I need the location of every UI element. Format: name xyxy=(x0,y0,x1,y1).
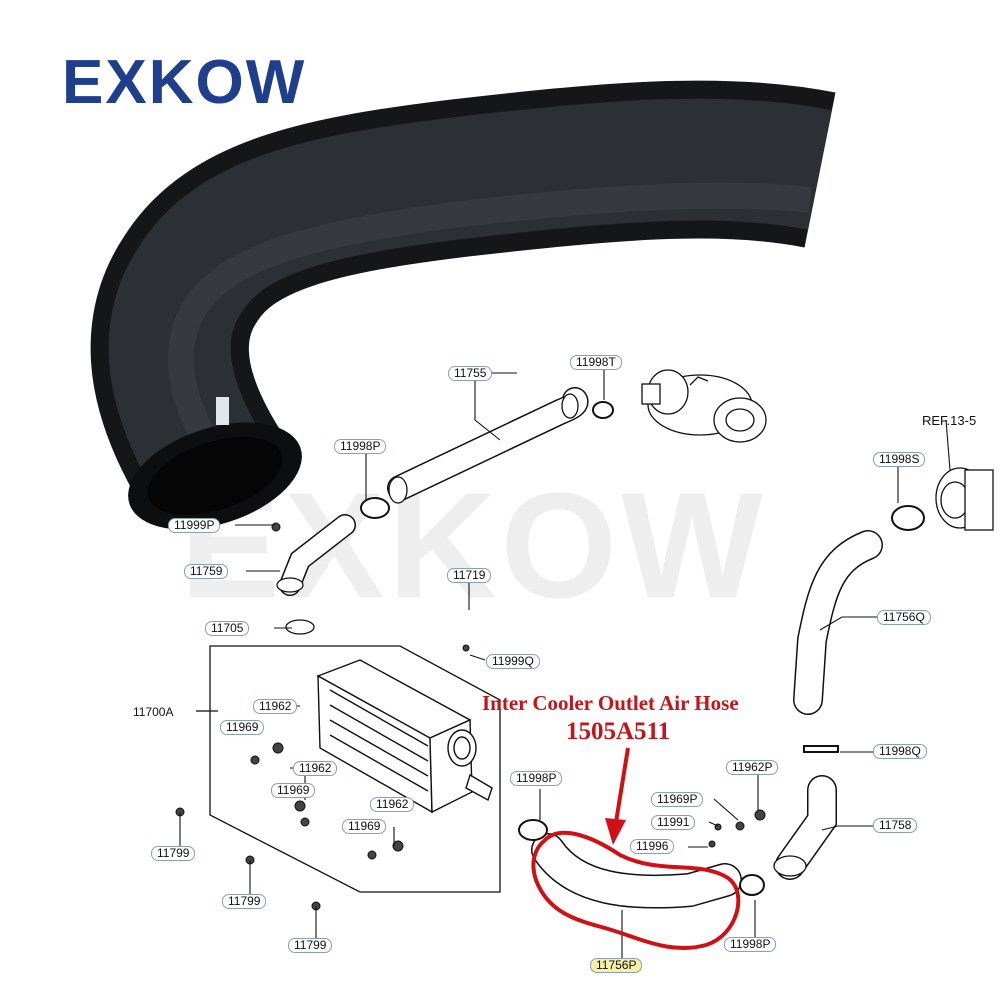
turbocharger-drawing xyxy=(641,369,767,443)
callout-title: Inter Cooler Outlet Air Hose xyxy=(482,691,739,715)
part-label-11998P-c: 11998P xyxy=(724,937,777,952)
part-label-11969-b: 11969 xyxy=(271,783,316,798)
ref-label: REF.13-5 xyxy=(922,413,977,428)
brand-logo: EXKOW xyxy=(62,48,307,117)
part-label-11755: 11755 xyxy=(448,366,493,381)
part-label-11962-a: 11962 xyxy=(253,699,298,714)
pipe-11759-drawing xyxy=(276,514,356,635)
part-label-11759: 11759 xyxy=(184,564,229,579)
leader-lines xyxy=(179,368,951,959)
part-label-11962-b: 11962 xyxy=(293,761,338,776)
part-label-11799-b: 11799 xyxy=(222,894,267,909)
part-label-11991: 11991 xyxy=(651,815,696,830)
part-label-11969-c: 11969 xyxy=(342,819,387,834)
hose-clamps xyxy=(360,401,925,896)
pipe-11758-drawing xyxy=(773,775,837,880)
part-label-11962P: 11962P xyxy=(726,760,779,775)
part-label-11998Q: 11998Q xyxy=(873,744,927,759)
hose-marker-stripe xyxy=(216,397,229,425)
part-label-11998P: 11998P xyxy=(334,439,387,454)
throttle-body-drawing xyxy=(935,467,994,531)
part-label-11996: 11996 xyxy=(630,839,675,854)
part-label-11999P: 11999P xyxy=(168,518,221,533)
assembly-bracket xyxy=(196,645,501,893)
part-label-11998T: 11998T xyxy=(570,355,622,370)
part-label-11799-c: 11799 xyxy=(288,938,333,953)
pipe-11756P-drawing xyxy=(531,833,742,909)
assembly-label: 11700A xyxy=(133,705,174,719)
intercooler-drawing xyxy=(316,659,493,814)
part-label-11799-a: 11799 xyxy=(151,846,196,861)
callout-part-number: 1505A511 xyxy=(566,718,671,745)
part-label-11998S: 11998S xyxy=(873,452,926,467)
pipe-11755-drawing xyxy=(387,387,589,504)
hose-product-photo xyxy=(90,80,836,530)
callout-arrow xyxy=(605,747,630,845)
highlight-outline xyxy=(531,830,741,950)
part-label-11999Q: 11999Q xyxy=(486,654,540,669)
pipe-11756Q-drawing xyxy=(793,530,883,715)
part-label-11756P: 11756P xyxy=(590,958,643,973)
part-label-11998P-b: 11998P xyxy=(510,771,563,786)
part-label-11705: 11705 xyxy=(205,621,250,636)
part-label-11962-c: 11962 xyxy=(370,797,415,812)
part-label-11969P: 11969P xyxy=(651,792,704,807)
part-label-11969-a: 11969 xyxy=(220,720,265,735)
part-label-11756Q: 11756Q xyxy=(877,610,931,625)
part-label-11758: 11758 xyxy=(873,818,918,833)
part-label-11719: 11719 xyxy=(447,568,492,583)
